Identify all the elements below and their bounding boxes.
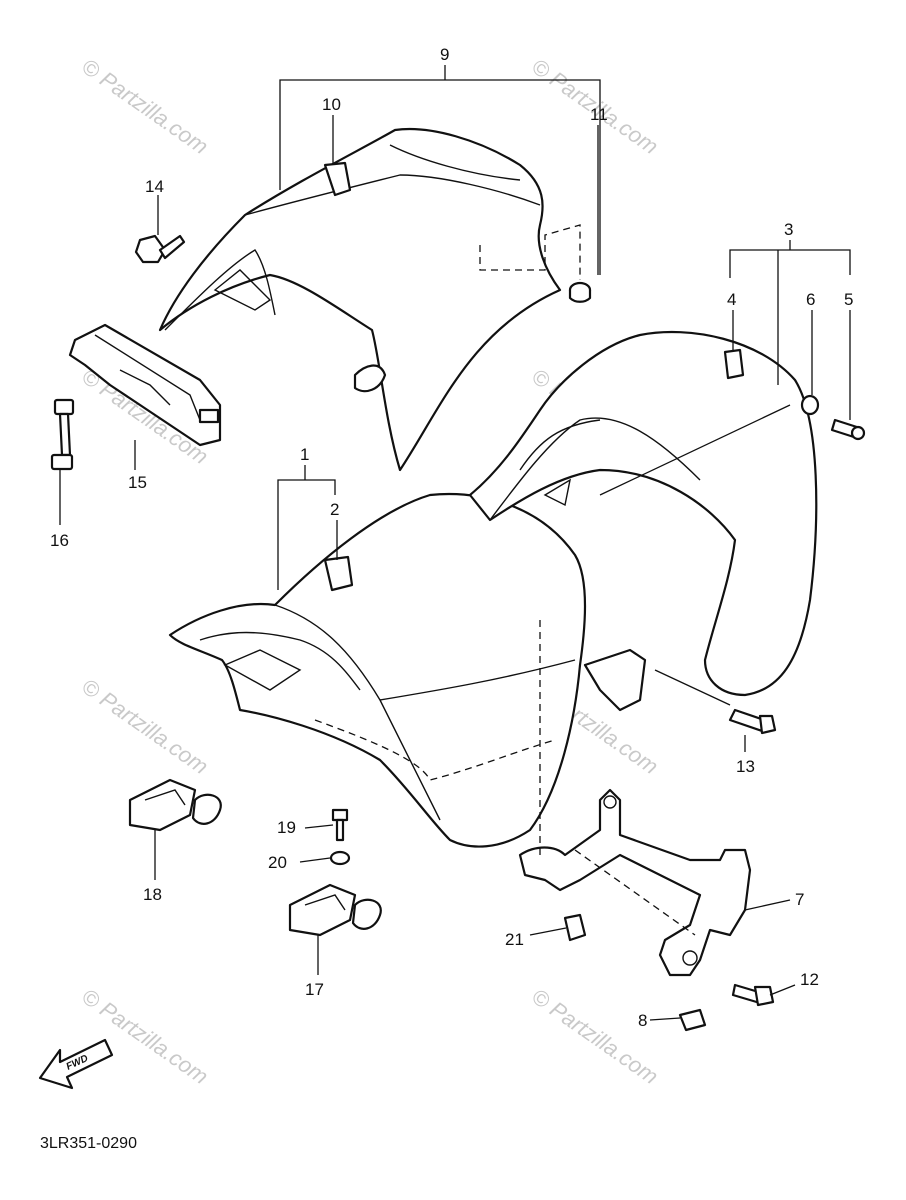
seat-lock-bracket-part [68,323,222,447]
bolt-19-part [331,808,349,842]
side-bracket-part [583,648,731,712]
callout-10: 10 [322,95,341,114]
fwd-arrow-icon: FWD [38,1038,114,1090]
callout-1: 1 [300,445,309,464]
callout-3: 3 [784,220,793,239]
callout-6: 6 [806,290,815,309]
callout-14: 14 [145,177,164,196]
washer-6-part [800,394,820,416]
watermark: © Partzilla.com [77,54,213,160]
leader-lines [59,65,851,1021]
seat-strap-part [50,398,75,471]
callouts: 9 10 11 14 3 4 6 5 15 16 1 2 13 19 20 18… [50,45,853,1030]
seat-bracket-part [518,620,752,977]
lock-18-part [128,778,222,832]
callout-17: 17 [305,980,324,999]
bolt-13-part [728,708,777,735]
bolt-12-part [731,983,775,1007]
bolt-14-part [134,234,186,264]
tail-cover-part [468,330,818,697]
callout-9: 9 [440,45,449,64]
watermark: © Partzilla.com [77,674,213,780]
lock-17-part [288,883,382,937]
callout-8: 8 [638,1011,647,1030]
watermark: © Partzilla.com [527,984,663,1090]
front-seat-part [168,493,587,848]
cap-8-part [678,1008,707,1032]
watermark: © Partzilla.com [77,984,213,1090]
callout-13: 13 [736,757,755,776]
callout-20: 20 [268,853,287,872]
drawing-code: 3LR351-0290 [40,1135,137,1152]
callout-21: 21 [505,930,524,949]
callout-7: 7 [795,890,804,909]
bolt-5-part [830,418,866,441]
nut-20-part [329,850,351,866]
callout-5: 5 [844,290,853,309]
callout-12: 12 [800,970,819,989]
callout-19: 19 [277,818,296,837]
callout-16: 16 [50,531,69,550]
callout-15: 15 [128,473,147,492]
rear-seat-part [158,128,592,472]
callout-11: 11 [590,105,608,124]
callout-2: 2 [330,500,339,519]
grommet-21-part [563,913,587,942]
callout-4: 4 [727,290,736,309]
callout-18: 18 [143,885,162,904]
